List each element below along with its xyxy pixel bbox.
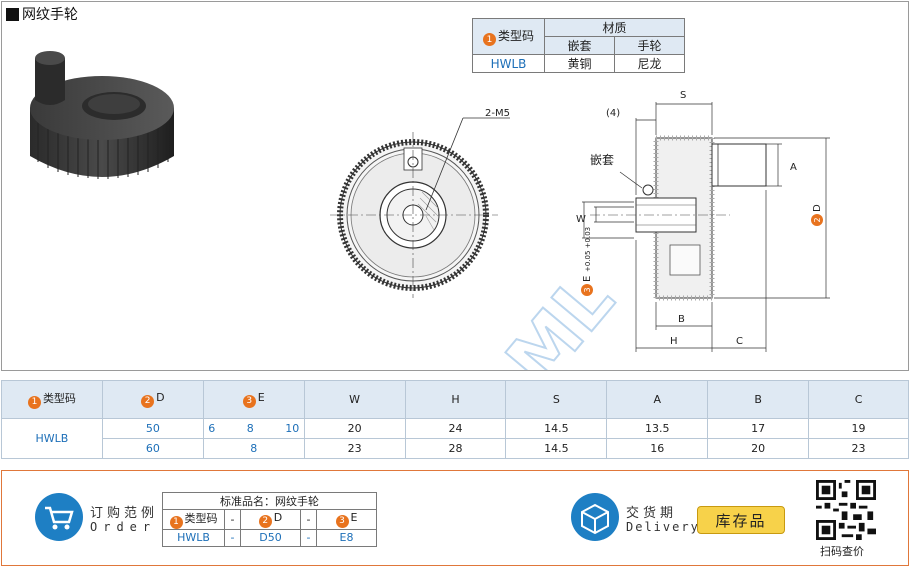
title-square-icon — [6, 7, 19, 21]
delivery-subtitle: Delivery — [626, 520, 700, 534]
spec-cell: 17 — [707, 418, 810, 439]
order-value-type: HWLB — [162, 528, 225, 547]
handwheel-col-header: 手轮 — [614, 36, 685, 55]
spec-header-s: S — [505, 380, 608, 419]
spec-cell: 14.5 — [505, 438, 608, 459]
spec-header-c: C — [808, 380, 909, 419]
label-b: B — [678, 314, 685, 325]
badge-1-icon: 1 — [482, 33, 496, 47]
spec-cell: 23 — [808, 438, 909, 459]
table-row: HWLB 50 6 8 10 20 24 14.5 13.5 17 19 — [1, 418, 909, 459]
order-dash: - — [224, 509, 241, 530]
badge-1-icon: 1 — [169, 515, 183, 529]
label-d-badge: 2 — [813, 217, 822, 222]
label-c: C — [736, 336, 743, 347]
table-row: 60 8 23 28 14.5 16 20 23 — [2, 438, 909, 459]
spec-cell: 19 — [808, 418, 909, 439]
spec-header-b: B — [707, 380, 810, 419]
label-m5: 2-M5 — [485, 108, 510, 119]
label-e-badge: 3 — [583, 287, 592, 292]
badge-1-icon: 1 — [27, 395, 41, 409]
label-a: A — [790, 162, 797, 173]
cart-icon — [35, 493, 83, 541]
material-header: 材质 — [544, 18, 685, 37]
material-row-code: HWLB — [472, 54, 545, 73]
label-tol: +0.05 +0.03 — [584, 227, 592, 272]
spec-code: HWLB — [1, 418, 103, 459]
page-title: 网纹手轮 — [6, 4, 78, 24]
delivery-title: 交货期 — [626, 506, 678, 521]
order-dash: - — [224, 528, 241, 547]
order-value-e: E8 — [316, 528, 377, 547]
spec-cell: 8 — [202, 438, 305, 459]
order-title: 订购范例 — [90, 506, 159, 521]
label-h: H — [670, 336, 678, 347]
insert-col-header: 嵌套 — [544, 36, 615, 55]
spec-cell: 28 — [404, 438, 507, 459]
label-4: (4) — [606, 108, 620, 119]
label-d: D — [812, 204, 823, 212]
label-insert: 嵌套 — [590, 153, 614, 167]
stock-badge: 库存品 — [697, 506, 785, 534]
delivery-box-icon — [571, 493, 619, 541]
spec-header-h: H — [404, 380, 507, 419]
spec-cell: 6 8 10 — [202, 418, 305, 439]
spec-cell: 23 — [303, 438, 406, 459]
technical-drawing: SAML 2-M5 — [330, 90, 830, 370]
material-row-handwheel: 尼龙 — [614, 54, 685, 73]
spec-cell: 24 — [404, 418, 507, 439]
spec-header-w: W — [303, 380, 406, 419]
spec-cell: 13.5 — [606, 418, 709, 439]
std-name-label: 标准品名：网纹手轮 — [162, 492, 377, 510]
side-view: S (4) 嵌套 A W B H C 2 D 3 E +0.05 +0.03 — [576, 90, 830, 352]
label-s: S — [680, 90, 686, 101]
spec-cell: 50 — [101, 418, 204, 439]
spec-cell: 16 — [606, 438, 709, 459]
order-dash: - — [300, 528, 317, 547]
spec-cell: 20 — [303, 418, 406, 439]
spec-cell: 60 — [101, 438, 204, 459]
qr-code-icon[interactable] — [816, 480, 876, 540]
label-e: E — [582, 276, 593, 282]
badge-3-icon: 3 — [242, 394, 256, 408]
label-w: W — [576, 214, 586, 225]
spec-header-a: A — [606, 380, 709, 419]
front-view: 2-M5 — [330, 108, 510, 298]
order-dash: - — [300, 509, 317, 530]
material-row-insert: 黄铜 — [544, 54, 615, 73]
qr-label: 扫码查价 — [820, 545, 864, 558]
spec-cell: 20 — [707, 438, 810, 459]
badge-3-icon: 3 — [335, 514, 349, 528]
badge-2-icon: 2 — [141, 394, 155, 408]
spec-cell: 14.5 — [505, 418, 608, 439]
badge-2-icon: 2 — [258, 514, 272, 528]
product-photo — [30, 51, 174, 179]
order-subtitle: Order — [90, 520, 157, 534]
order-value-d: D50 — [240, 528, 301, 547]
